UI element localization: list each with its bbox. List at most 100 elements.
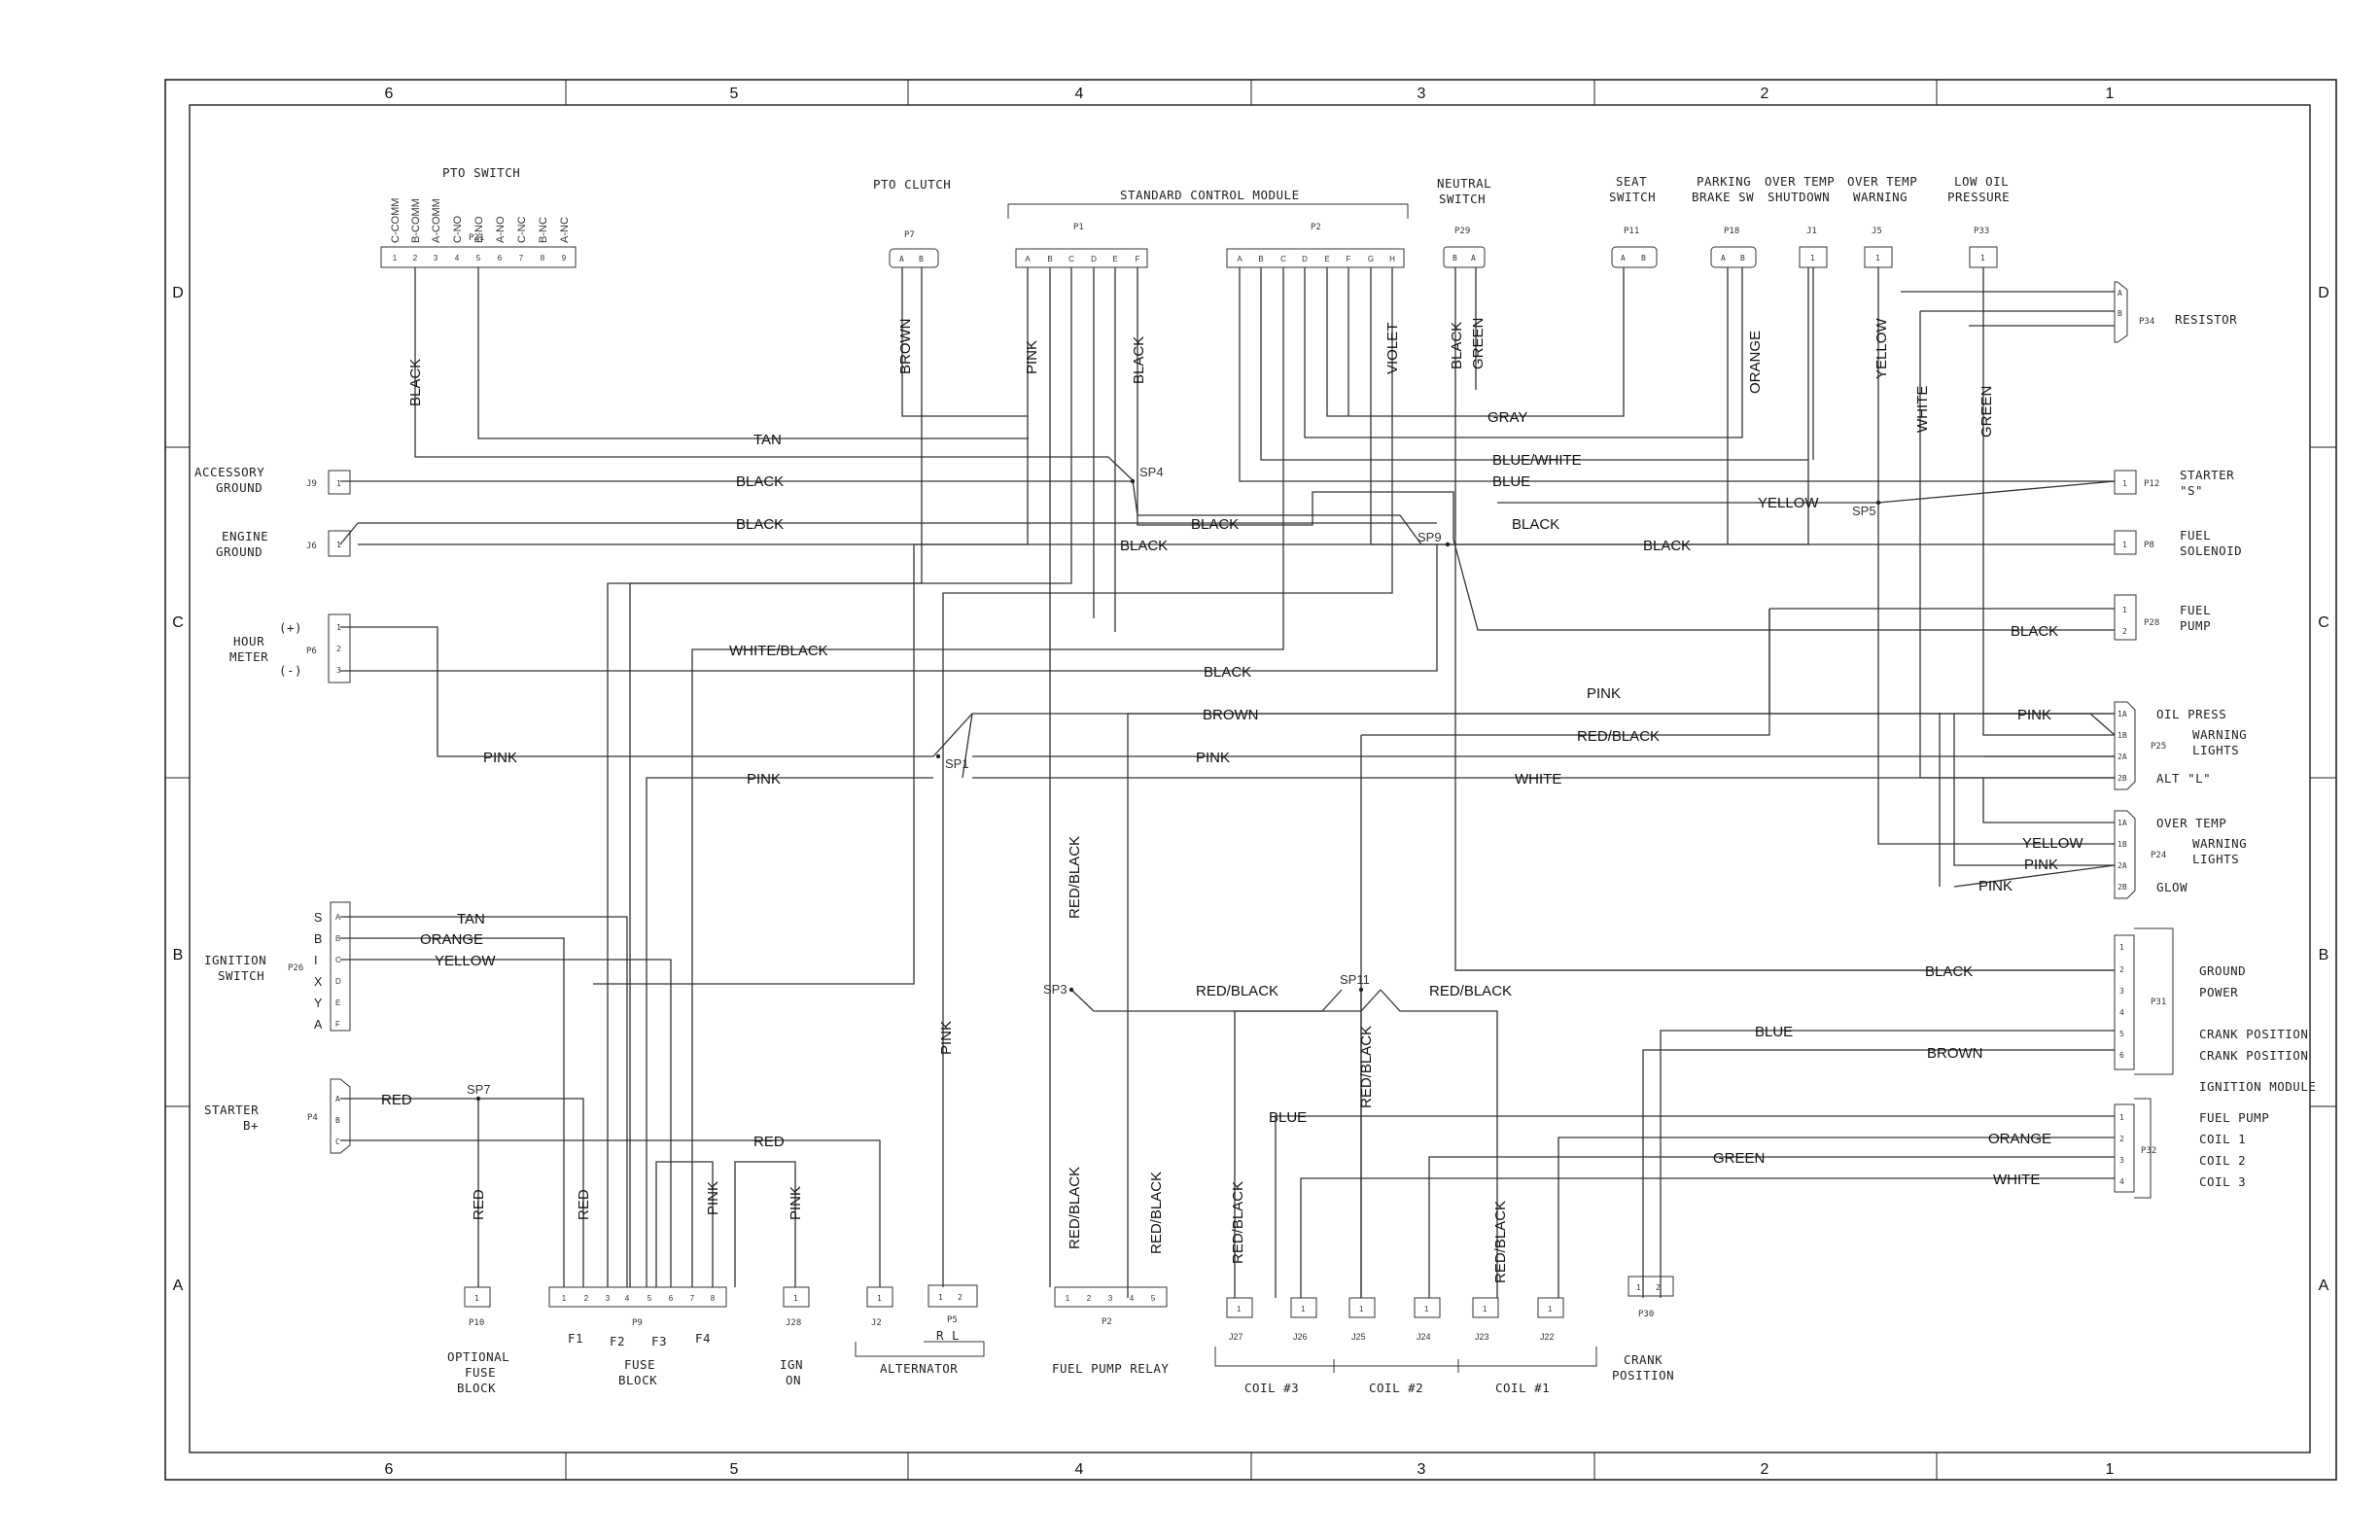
svg-text:8: 8 <box>541 254 545 262</box>
wire-pink: PINK <box>747 771 781 788</box>
svg-text:A: A <box>2118 289 2122 298</box>
svg-text:A-NC: A-NC <box>559 217 571 243</box>
svg-text:1: 1 <box>1066 1294 1070 1303</box>
wire-red-black: RED/BLACK <box>1067 1167 1083 1249</box>
svg-text:B-COMM: B-COMM <box>410 198 422 243</box>
col-label: 3 <box>1418 86 1426 102</box>
warning-lights-p24: 1A 1B 2A 2B P24 OVER TEMP WARNING LIGHTS… <box>2114 810 2247 899</box>
svg-text:B+: B+ <box>243 1118 259 1133</box>
svg-text:1: 1 <box>474 1294 479 1303</box>
svg-text:COIL #3: COIL #3 <box>1244 1381 1299 1395</box>
svg-text:P8: P8 <box>2144 541 2154 550</box>
svg-text:B: B <box>335 934 340 943</box>
svg-text:P5: P5 <box>947 1315 958 1325</box>
col-label: 3 <box>1418 1461 1426 1478</box>
svg-text:A: A <box>1025 255 1031 263</box>
svg-text:FUEL PUMP RELAY: FUEL PUMP RELAY <box>1052 1361 1169 1376</box>
svg-text:6: 6 <box>498 254 503 262</box>
svg-text:C-NO: C-NO <box>452 215 464 243</box>
svg-text:FUEL PUMP: FUEL PUMP <box>2199 1110 2269 1125</box>
svg-text:RESISTOR: RESISTOR <box>2175 312 2237 327</box>
svg-text:1: 1 <box>1301 1305 1306 1313</box>
fuel-pump-p28: 1 2 P28 FUEL PUMP <box>2114 594 2211 641</box>
wire-gray: GRAY <box>1488 409 1527 426</box>
svg-text:SWITCH: SWITCH <box>1439 192 1486 206</box>
row-label: B <box>173 947 184 963</box>
svg-text:GROUND: GROUND <box>216 480 262 495</box>
wire-pink: PINK <box>705 1181 721 1215</box>
svg-text:C: C <box>335 1138 340 1146</box>
wire-black: BLACK <box>1120 538 1168 554</box>
svg-text:METER: METER <box>229 649 268 664</box>
wire-pink: PINK <box>1587 685 1621 702</box>
svg-text:FUSE: FUSE <box>624 1357 655 1372</box>
optional-fuse-p10: 1 P10 OPTIONAL FUSE BLOCK <box>447 1286 509 1395</box>
svg-text:BLOCK: BLOCK <box>618 1373 657 1387</box>
svg-text:A-NO: A-NO <box>495 216 507 243</box>
svg-text:C: C <box>335 956 341 964</box>
wire-brown: BROWN <box>897 319 914 375</box>
svg-text:P29: P29 <box>1454 227 1470 236</box>
svg-text:LOW OIL: LOW OIL <box>1954 174 2009 189</box>
wire-red-black: RED/BLACK <box>1577 728 1660 745</box>
svg-text:COIL 3: COIL 3 <box>2199 1174 2246 1189</box>
svg-text:COIL 2: COIL 2 <box>2199 1153 2246 1168</box>
svg-text:(-): (-) <box>279 663 302 678</box>
svg-text:3: 3 <box>606 1294 611 1303</box>
svg-text:ON: ON <box>786 1373 801 1387</box>
svg-text:J26: J26 <box>1293 1332 1308 1342</box>
svg-text:B-NO: B-NO <box>473 216 485 243</box>
alternator: 1 J2 1 2 P5 R L ALTERNATOR <box>855 1284 985 1376</box>
svg-text:OIL PRESS: OIL PRESS <box>2156 707 2226 721</box>
svg-text:SWITCH: SWITCH <box>1609 190 1656 204</box>
svg-text:7: 7 <box>519 254 524 262</box>
svg-text:P28: P28 <box>2144 618 2159 628</box>
svg-text:2: 2 <box>1087 1294 1092 1303</box>
svg-text:1: 1 <box>562 1294 567 1303</box>
col-label: 2 <box>1761 1461 1769 1478</box>
over-temp-warning: OVER TEMP WARNING J5 1 <box>1847 174 1917 268</box>
svg-text:P26: P26 <box>288 963 303 973</box>
wire-red-black: RED/BLACK <box>1230 1181 1246 1264</box>
svg-text:A: A <box>335 913 341 922</box>
svg-text:D: D <box>335 977 341 986</box>
svg-text:OPTIONAL: OPTIONAL <box>447 1349 509 1364</box>
wire-white: WHITE <box>1515 771 1561 788</box>
wire-white: WHITE <box>1993 1172 2040 1188</box>
svg-text:A: A <box>1471 254 1476 262</box>
wire-red-black: RED/BLACK <box>1148 1172 1165 1254</box>
wire-red-black: RED/BLACK <box>1429 983 1512 999</box>
svg-text:P6: P6 <box>306 647 317 656</box>
svg-text:6: 6 <box>669 1294 674 1303</box>
svg-text:ENGINE: ENGINE <box>222 529 268 543</box>
svg-text:FUEL: FUEL <box>2180 603 2211 617</box>
svg-text:P9: P9 <box>632 1318 643 1328</box>
splice-sp3: SP3 <box>1043 982 1068 997</box>
svg-text:SEAT: SEAT <box>1616 174 1647 189</box>
svg-text:2: 2 <box>2122 627 2127 636</box>
svg-text:X: X <box>314 975 323 989</box>
svg-text:FUEL: FUEL <box>2180 528 2211 542</box>
svg-text:B: B <box>1641 254 1646 262</box>
svg-text:4: 4 <box>455 254 460 262</box>
svg-text:1: 1 <box>1636 1283 1641 1292</box>
svg-text:1B: 1B <box>2118 731 2127 740</box>
svg-text:J22: J22 <box>1540 1332 1555 1342</box>
svg-text:CRANK POSITION: CRANK POSITION <box>2199 1048 2308 1063</box>
wire-black: BLACK <box>1449 322 1465 369</box>
svg-text:PUMP: PUMP <box>2180 618 2211 633</box>
svg-text:G: G <box>1368 255 1374 263</box>
row-label: D <box>172 285 184 301</box>
wire-red: RED <box>753 1134 785 1150</box>
wire-tan: TAN <box>457 911 485 928</box>
svg-text:(+): (+) <box>279 620 302 635</box>
svg-text:4: 4 <box>2119 1008 2124 1017</box>
row-label: A <box>173 1278 184 1294</box>
svg-text:B-NC: B-NC <box>538 217 549 243</box>
splice-labels: SP4 SP9 SP5 SP1 SP3 SP11 SP7 <box>467 465 1876 1097</box>
splice-sp11: SP11 <box>1340 972 1370 987</box>
svg-text:1: 1 <box>336 541 341 549</box>
col-label: 6 <box>385 86 394 102</box>
wire-black: BLACK <box>2011 623 2058 640</box>
